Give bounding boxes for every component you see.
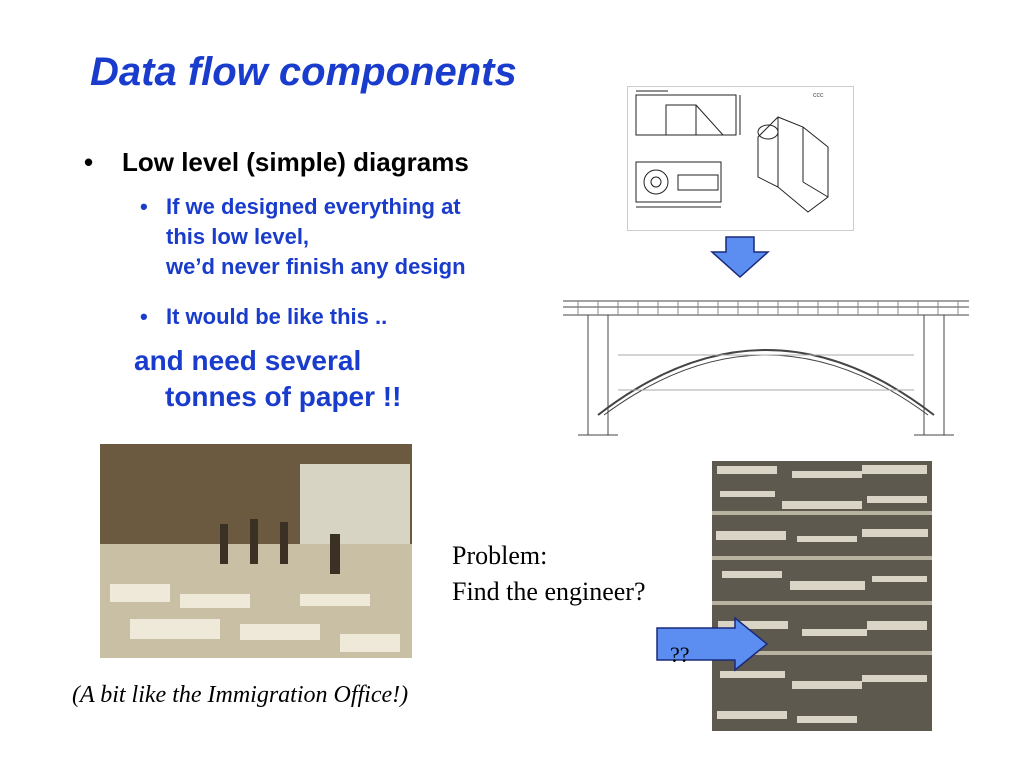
paper-stacks-photo [712, 461, 932, 731]
bullet-icon: • [140, 304, 148, 329]
slide-title: Data flow components [90, 50, 517, 94]
sub-bullet-line: If we designed everything at [166, 194, 461, 219]
immigration-office-photo [100, 444, 412, 658]
arrow-right-icon [655, 616, 770, 672]
problem-text: Problem: Find the engineer? [452, 538, 646, 610]
arrow-label: ?? [670, 642, 690, 667]
tonnes-line-1: and need several [134, 345, 362, 376]
sub-bullet-like-this: • It would be like this .. [140, 302, 388, 332]
svg-text:ccc: ccc [813, 92, 824, 99]
bullet-icon: • [140, 194, 148, 219]
engineering-drawing-image: ccc [627, 86, 854, 231]
bullet-icon: • [84, 147, 94, 177]
sub-bullet-line: we’d never finish any design [166, 254, 466, 279]
sub-bullet-low-level-design: • If we designed everything at this low … [140, 192, 466, 282]
arrow-down-icon [710, 236, 770, 279]
bridge-blueprint-image [558, 295, 974, 443]
problem-line-2: Find the engineer? [452, 577, 646, 606]
caption-text: (A bit like the Immigration Office!) [72, 682, 409, 708]
problem-line-1: Problem: [452, 541, 548, 570]
sub-bullet-line: this low level, [166, 224, 310, 249]
bullet-text: Low level (simple) diagrams [122, 147, 469, 177]
sub-bullet-line: It would be like this .. [166, 304, 388, 329]
bullet-low-level: • Low level (simple) diagrams [84, 147, 469, 178]
tonnes-of-paper-text: and need several tonnes of paper !! [134, 343, 401, 415]
tonnes-line-2: tonnes of paper !! [165, 381, 402, 412]
